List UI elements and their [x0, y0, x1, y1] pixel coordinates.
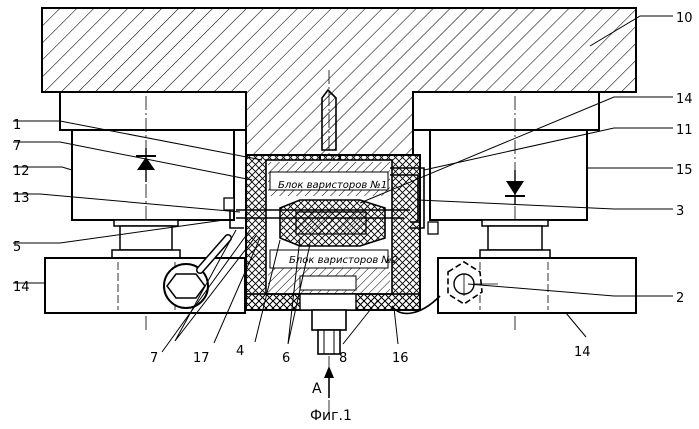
- varistor-block-1-label: Блок варисторов №1: [278, 180, 387, 191]
- ref-7-bottom: 7: [150, 351, 158, 366]
- ref-5: 5: [13, 240, 21, 255]
- ref-8: 8: [339, 351, 347, 366]
- ref-16: 16: [392, 351, 409, 366]
- ref-6: 6: [282, 351, 290, 366]
- ref-11: 11: [676, 123, 693, 138]
- ref-10: 10: [676, 11, 693, 26]
- ref-7-top: 7: [13, 139, 21, 154]
- ref-14-left: 14: [13, 280, 30, 295]
- view-label-a: А: [312, 381, 322, 397]
- central-housing: [246, 155, 420, 310]
- view-arrow-a: [324, 366, 334, 398]
- ref-17: 17: [193, 351, 210, 366]
- ref-3: 3: [676, 204, 684, 219]
- ref-14-right: 14: [574, 345, 591, 360]
- ref-1: 1: [13, 118, 21, 133]
- ref-15: 15: [676, 163, 693, 178]
- ref-14-top: 14: [676, 92, 693, 107]
- bottom-bolt: [312, 310, 346, 354]
- figure-caption: Фиг.1: [310, 408, 352, 424]
- left-base-14: [45, 258, 245, 313]
- ref-12: 12: [13, 164, 30, 179]
- ref-4: 4: [236, 344, 244, 359]
- ref-2: 2: [676, 291, 684, 306]
- ref-13: 13: [13, 191, 30, 206]
